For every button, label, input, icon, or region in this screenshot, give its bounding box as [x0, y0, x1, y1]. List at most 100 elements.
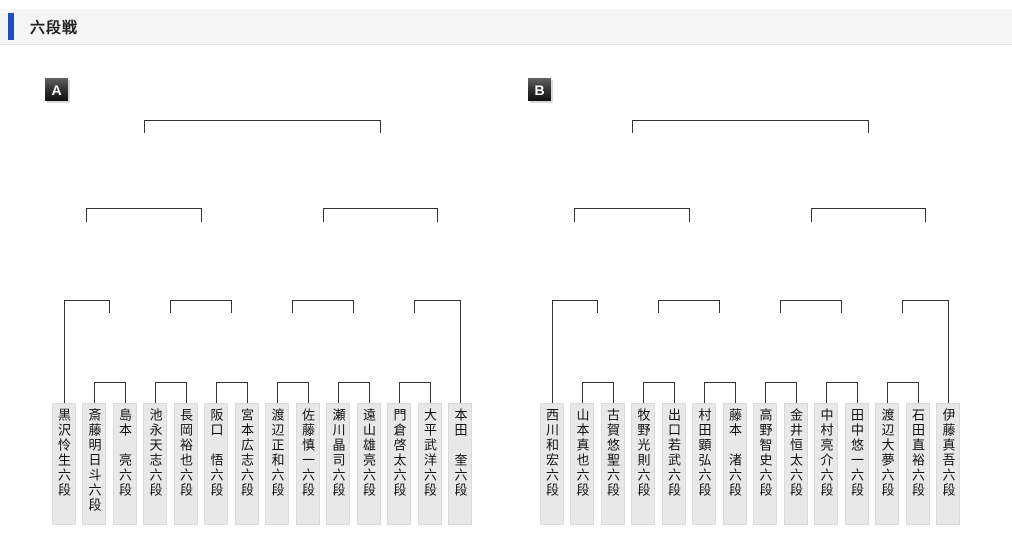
- page-title: 六段戦: [30, 19, 79, 36]
- bracket-line: [719, 300, 721, 313]
- bracket-line: [338, 382, 369, 383]
- bracket-line: [887, 382, 918, 383]
- bracket-line: [246, 382, 248, 403]
- bracket-line: [551, 300, 553, 403]
- bracket-line: [216, 382, 247, 383]
- bracket-line: [379, 120, 381, 133]
- bracket-line: [631, 120, 868, 121]
- bracket-line: [322, 208, 324, 222]
- player-name: 渡辺正和六段: [269, 408, 285, 498]
- bracket-line: [574, 208, 576, 222]
- bracket-line: [925, 208, 927, 222]
- bracket-line: [292, 300, 294, 313]
- bracket-line: [765, 382, 796, 383]
- bracket-line: [414, 300, 416, 313]
- bracket-line: [170, 300, 172, 313]
- player-box: 牧野光則六段: [631, 403, 655, 525]
- bracket-line: [704, 382, 705, 403]
- section-label-b: B: [528, 78, 551, 101]
- bracket-line: [856, 382, 858, 403]
- bracket-line: [414, 300, 460, 301]
- player-box: 宮本広志六段: [234, 403, 259, 525]
- section-label-a: A: [45, 78, 68, 101]
- bracket-line: [574, 208, 689, 209]
- bracket-line: [277, 382, 308, 383]
- bracket-line: [917, 382, 919, 403]
- bracket-line: [826, 382, 827, 403]
- header-accent-bar: [8, 13, 14, 40]
- bracket-line: [109, 300, 111, 313]
- bracket-line: [200, 208, 202, 222]
- bracket-line: [353, 300, 355, 313]
- bracket-line: [292, 300, 354, 301]
- bracket-line: [307, 382, 309, 403]
- bracket-line: [124, 382, 126, 403]
- player-box: 田中悠一六段: [844, 403, 869, 525]
- bracket-line: [170, 300, 232, 301]
- bracket-line: [902, 300, 904, 313]
- bracket-line: [734, 382, 736, 403]
- bracket-line: [810, 208, 812, 222]
- bracket-line: [810, 208, 926, 209]
- bracket-line: [399, 382, 400, 403]
- player-box: 伊藤真吾六段: [936, 403, 960, 525]
- player-box: 黒沢怜生六段: [51, 403, 76, 525]
- player-name: 石田直裕六段: [910, 408, 925, 498]
- bracket-line: [86, 208, 88, 222]
- player-box: 出口若武六段: [661, 403, 686, 525]
- player-name: 長岡裕也六段: [178, 408, 193, 498]
- player-name: 村田顕弘六段: [696, 408, 712, 498]
- bracket-line: [795, 382, 797, 403]
- bracket-line: [780, 300, 782, 313]
- player-name: 黒沢怜生六段: [56, 408, 71, 498]
- bracket-line: [688, 208, 690, 222]
- bracket-line: [582, 382, 583, 403]
- bracket-line: [399, 382, 430, 383]
- player-box: 瀬川晶司六段: [326, 403, 350, 525]
- player-name: 島本 亮六段: [117, 408, 132, 498]
- player-box: 石田直裕六段: [905, 403, 930, 525]
- page-header: 六段戦: [0, 9, 1012, 45]
- player-name: 宮本広志六段: [239, 408, 254, 498]
- player-box: 藤本 渚六段: [722, 403, 747, 525]
- bracket-line: [704, 382, 735, 383]
- player-name: 牧野光則六段: [635, 408, 651, 498]
- player-box: 島本 亮六段: [112, 403, 137, 525]
- bracket-line: [780, 300, 842, 301]
- bracket-line: [155, 382, 156, 403]
- player-name: 高野智史六段: [757, 408, 773, 498]
- bracket-line: [437, 208, 439, 222]
- player-box: 渡辺大夢六段: [875, 403, 899, 525]
- bracket-line: [658, 300, 720, 301]
- player-name: 池永天志六段: [147, 408, 163, 498]
- bracket-line: [551, 300, 598, 301]
- player-box: 門倉啓太六段: [387, 403, 411, 525]
- bracket-line: [597, 300, 599, 313]
- bracket-line: [612, 382, 614, 403]
- player-name: 瀬川晶司六段: [330, 408, 346, 498]
- player-box: 佐藤慎一六段: [295, 403, 320, 525]
- bracket-line: [673, 382, 675, 403]
- player-name: 渡辺大夢六段: [879, 408, 895, 498]
- bracket-line: [658, 300, 660, 313]
- player-box: 長岡裕也六段: [173, 403, 198, 525]
- player-name: 大平武洋六段: [422, 408, 437, 498]
- player-name: 遠山雄亮六段: [361, 408, 376, 498]
- bracket-line: [826, 382, 857, 383]
- player-box: 山本真也六段: [570, 403, 594, 525]
- bracket-line: [94, 382, 125, 383]
- player-name: 斎藤明日斗六段: [86, 408, 102, 513]
- bracket-line: [460, 300, 461, 403]
- player-box: 中村亮介六段: [814, 403, 838, 525]
- player-name: 伊藤真吾六段: [940, 408, 956, 498]
- player-name: 出口若武六段: [666, 408, 681, 498]
- player-box: 池永天志六段: [143, 403, 167, 525]
- bracket-line: [322, 208, 438, 209]
- bracket-line: [216, 382, 217, 403]
- bracket-line: [887, 382, 888, 403]
- player-name: 金井恒太六段: [788, 408, 803, 498]
- bracket-line: [867, 120, 869, 133]
- bracket-line: [902, 300, 948, 301]
